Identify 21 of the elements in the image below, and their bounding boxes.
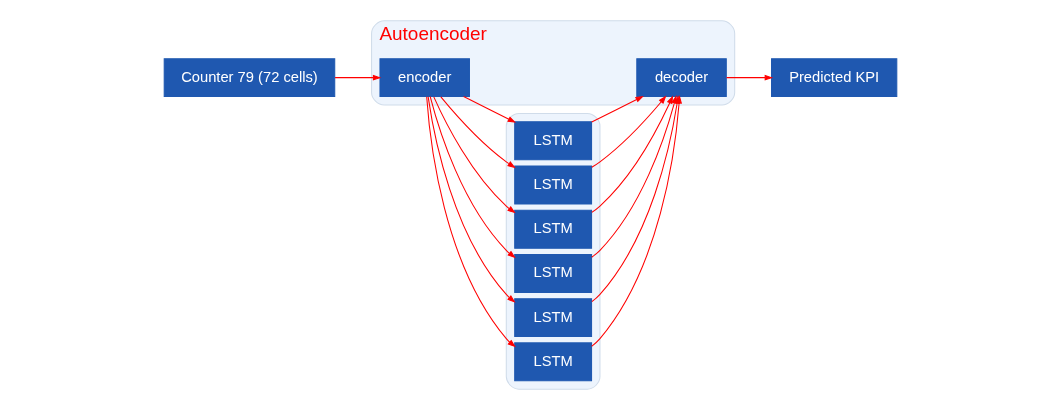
node-box: LSTM bbox=[514, 298, 593, 338]
node-box: encoder bbox=[379, 58, 470, 98]
arrow bbox=[591, 95, 674, 213]
arrow bbox=[433, 96, 516, 214]
node-box: Predicted KPI bbox=[771, 58, 898, 98]
arrow bbox=[440, 96, 516, 169]
arrow bbox=[427, 96, 516, 303]
node-box: Counter 79 (72 cells) bbox=[163, 58, 336, 98]
arrow bbox=[463, 96, 517, 123]
node-box: LSTM bbox=[514, 342, 593, 382]
arrow bbox=[591, 95, 644, 123]
node-box: LSTM bbox=[514, 165, 593, 205]
arrow bbox=[726, 74, 774, 81]
arrow bbox=[426, 96, 516, 348]
node-box: LSTM bbox=[514, 253, 593, 293]
arrow bbox=[429, 96, 516, 259]
node-box: LSTM bbox=[514, 209, 593, 249]
node-box: decoder bbox=[636, 58, 727, 98]
node-box: LSTM bbox=[514, 121, 593, 161]
arrow bbox=[334, 74, 382, 81]
arrow bbox=[591, 95, 667, 168]
